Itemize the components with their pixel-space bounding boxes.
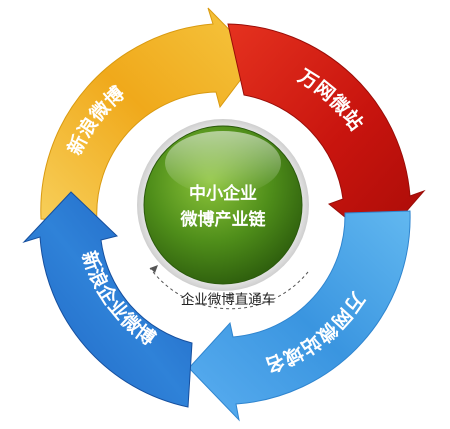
center-title-line1: 中小企业: [189, 183, 257, 204]
center-sphere-highlight: [165, 131, 281, 195]
channel-dashed-arrow: [149, 267, 309, 310]
segment-sina-weibo-arrow: [40, 7, 258, 223]
channel-label: 企业微博直通车: [181, 291, 276, 308]
channel-arrowhead-icon: [150, 265, 158, 273]
center-title-line2: 微博产业链: [180, 209, 267, 230]
segment-wanwang-weizhan-arrow: [227, 23, 426, 245]
segment-wanwang-domain-arrow: [188, 210, 411, 422]
segment-sina-enterprise-weibo-arrow: [22, 191, 193, 408]
